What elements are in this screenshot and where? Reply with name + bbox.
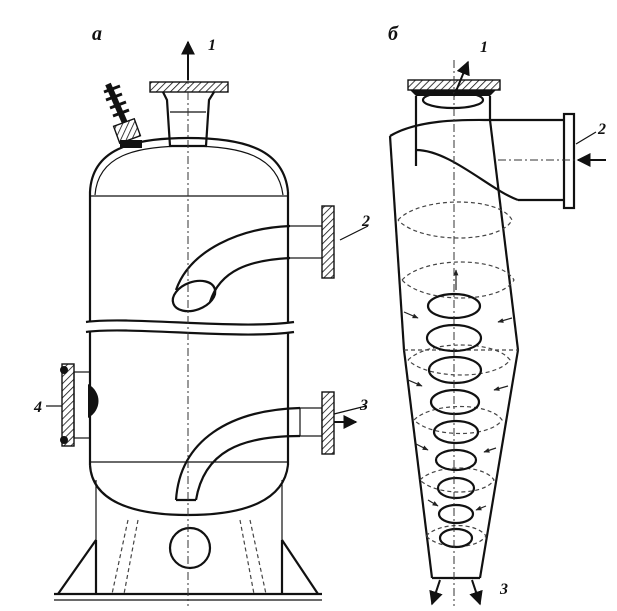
label-a-1: 1 bbox=[208, 37, 216, 54]
panel-b-label: б bbox=[388, 23, 399, 45]
manhole-icon bbox=[60, 363, 99, 447]
panel-a-vessel bbox=[54, 40, 358, 606]
panel-b-cyclone bbox=[388, 60, 606, 606]
safety-valve-icon bbox=[103, 82, 142, 148]
label-b-2: 2 bbox=[597, 121, 606, 138]
label-a-3: 3 bbox=[359, 397, 368, 414]
vortex-core bbox=[425, 292, 483, 549]
label-b-3: 3 bbox=[499, 581, 508, 598]
label-a-2: 2 bbox=[361, 213, 370, 230]
label-a-4: 4 bbox=[33, 399, 42, 416]
panel-a-label: а bbox=[92, 23, 102, 45]
label-b-1: 1 bbox=[480, 39, 488, 56]
